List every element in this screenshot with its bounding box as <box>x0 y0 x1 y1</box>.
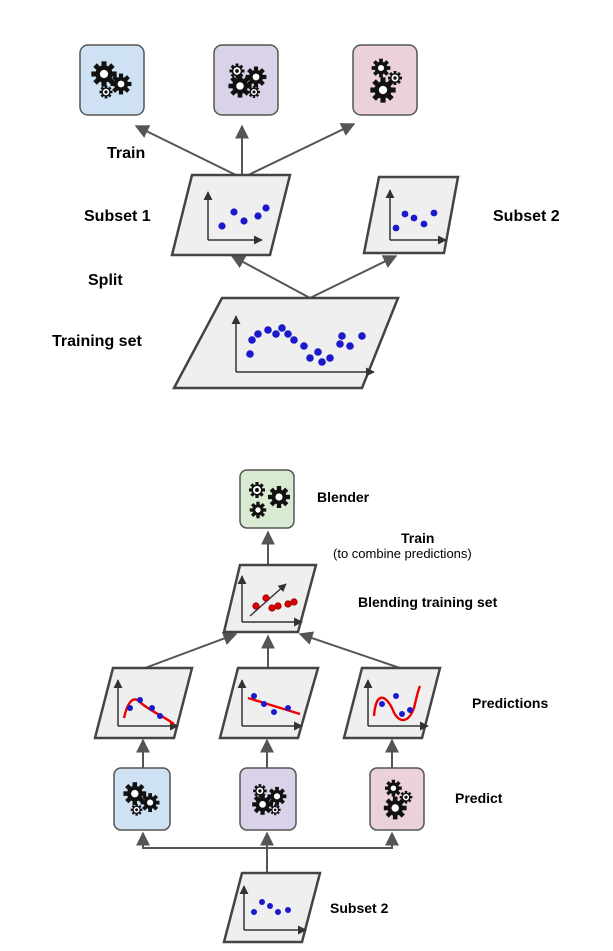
top-model-2 <box>213 44 279 116</box>
subset2-panel-top <box>362 175 460 255</box>
blender-label: Blender <box>317 489 370 505</box>
split-label: Split <box>88 272 123 289</box>
bottom-model-1 <box>113 767 171 831</box>
bottom-model-2 <box>239 767 297 831</box>
blending-set-label: Blending training set <box>358 594 498 610</box>
blending-set-panel <box>222 563 318 634</box>
prediction-panel-3 <box>342 666 442 740</box>
train-arrows <box>134 123 356 179</box>
blender-box <box>239 469 295 529</box>
predict-label: Predict <box>455 790 503 806</box>
train-label-bottom: Train <box>401 530 435 546</box>
prediction-panel-2 <box>218 666 320 740</box>
subset2-label-top: Subset 2 <box>493 208 560 225</box>
predictions-label: Predictions <box>472 695 549 711</box>
train-label: Train <box>107 145 146 162</box>
prediction-panel-1 <box>93 666 194 740</box>
top-model-3 <box>352 44 418 116</box>
training-set-panel <box>171 296 400 390</box>
subset2-panel-bottom <box>222 871 322 944</box>
bottom-arrows <box>136 530 401 872</box>
subset1-panel <box>170 173 292 257</box>
subset2-label-bottom: Subset 2 <box>330 900 389 916</box>
bottom-model-3 <box>369 767 425 831</box>
top-model-1 <box>79 44 145 116</box>
subset1-label: Subset 1 <box>84 208 151 225</box>
train-note: (to combine predictions) <box>333 546 472 561</box>
training-set-label: Training set <box>52 333 142 350</box>
split-arrows <box>230 255 398 299</box>
